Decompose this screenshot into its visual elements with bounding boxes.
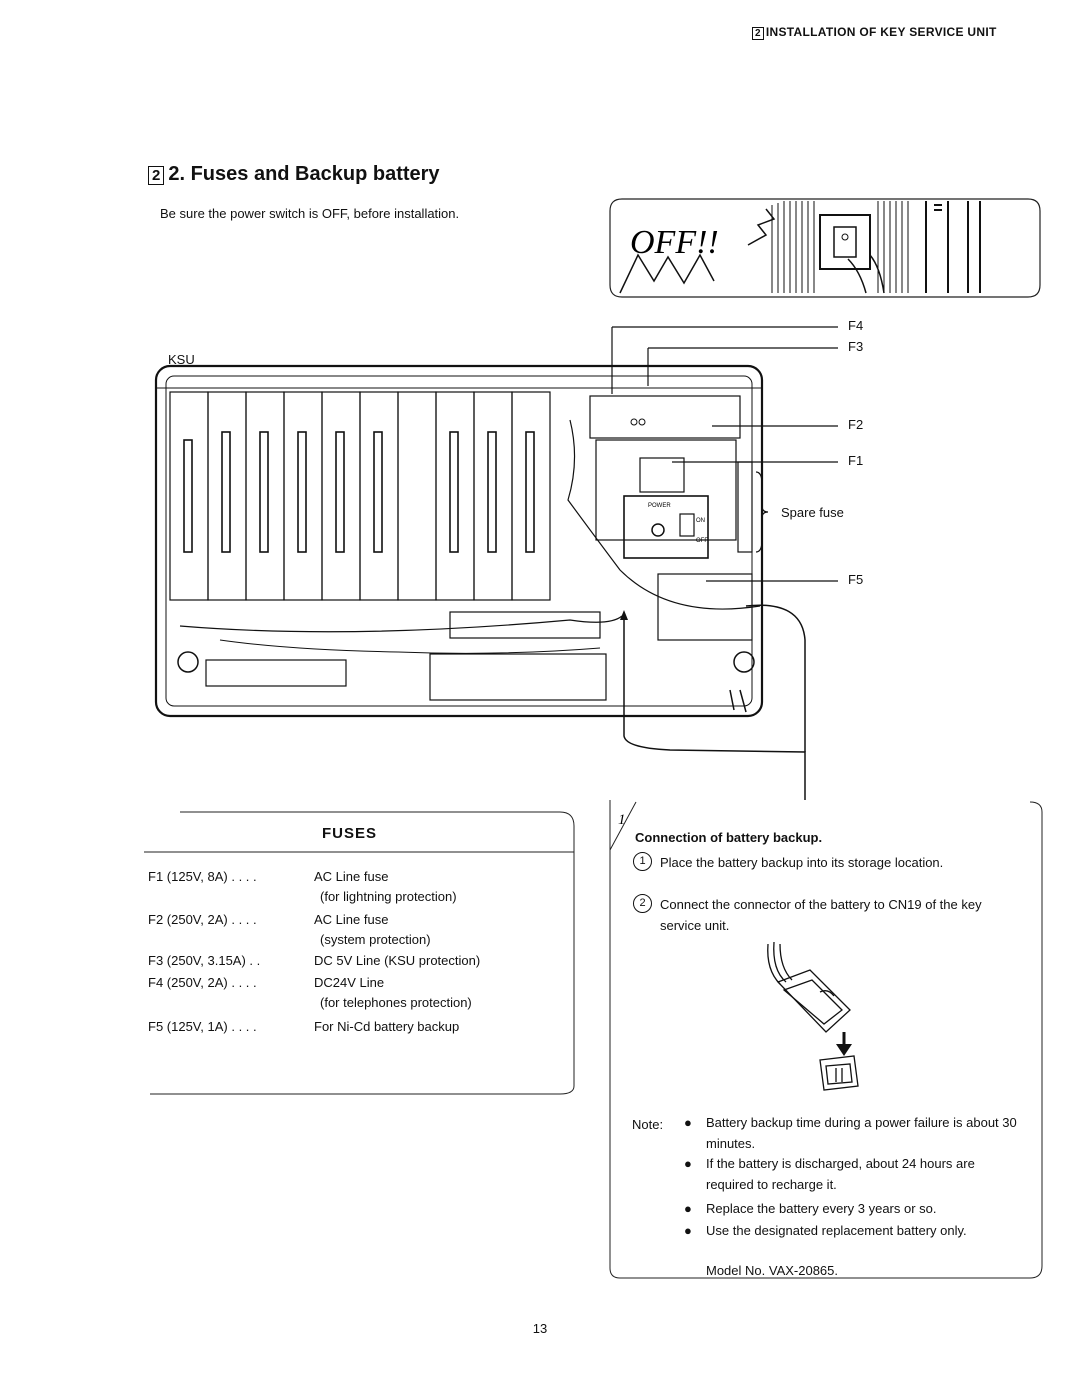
header-title: INSTALLATION OF KEY SERVICE UNIT [765,25,997,39]
step-number: 1 [633,852,652,871]
bullet: ● [684,1201,692,1216]
note-label: Note: [632,1117,664,1132]
note-text: If the battery is discharged, about 24 h… [706,1156,975,1192]
fuse-desc: AC Line fuse [314,912,389,927]
ksu-label: KSU [168,352,195,367]
page-number: 13 [532,1321,548,1336]
fuse-label-f5: F5 [848,572,864,587]
fuse-spec: F1 (125V, 8A) . . . . [148,869,257,884]
fuses-title: FUSES [322,825,378,842]
ksu-cabinet-outline [154,364,764,718]
section-number-box: 2 [148,166,165,185]
bullet: ● [684,1223,692,1238]
fuse-label-f1: F1 [848,453,864,468]
note-item: ● Use the designated replacement battery… [684,1220,1024,1241]
fuse-label-f2: F2 [848,417,864,432]
battery-box-frame: 1 [609,800,1043,1279]
wall-hatching [771,201,909,293]
card-connectors [183,431,535,553]
step-number: 2 [633,894,652,913]
spare-fuse-label: Spare fuse [781,505,844,520]
battery-connector-illustration [767,941,859,1091]
fuse-spec: F3 (250V, 3.15A) . . [148,953,261,968]
ksu-diagram: POWER ON OFF [154,326,838,800]
battery-corner-mark: 1 [618,812,626,828]
card-slots [169,391,551,601]
bullet: ● [684,1156,692,1171]
note-text: Replace the battery every 3 years or so. [706,1201,937,1216]
note-item: ● Replace the battery every 3 years or s… [684,1198,1024,1219]
note-item: ● Battery backup time during a power fai… [684,1112,1024,1154]
fuse-spec: F5 (125V, 1A) . . . . [148,1019,257,1034]
off-callout-text: OFF!! [630,224,719,261]
note-text: Battery backup time during a power failu… [706,1115,1017,1151]
fuse-desc: DC 5V Line (KSU protection) [314,953,481,968]
step-text: Connect the connector of the battery to … [660,897,982,933]
fuse-desc: AC Line fuse [314,869,389,884]
power-on-label: ON [696,518,705,524]
fuses-box-frame [144,811,575,1095]
header-section-number: 2 [752,27,764,40]
battery-step-2: 2 Connect the connector of the battery t… [633,894,1023,936]
section-title-text: 2. Fuses and Backup battery [168,163,440,185]
fuse-spec: F2 (250V, 2A) . . . . [148,912,257,927]
note-item: ● If the battery is discharged, about 24… [684,1153,1024,1195]
battery-step-1: 1 Place the battery backup into its stor… [633,852,1023,873]
fuse-desc: DC24V Line [314,975,385,990]
battery-title: Connection of battery backup. [635,830,823,845]
step-text: Place the battery backup into its storag… [660,855,944,870]
off-switch-illustration: OFF!! [609,198,1041,298]
fuse-sub: (for lightning protection) [320,889,457,904]
power-off-warning: Be sure the power switch is OFF, before … [160,206,460,221]
fuse-sub: (system protection) [320,932,431,947]
fuse-label-f4: F4 [848,318,864,333]
power-switch-label: POWER [648,503,671,509]
note-text: Use the designated replacement battery o… [706,1223,967,1238]
battery-model-number: Model No. VAX-20865. [706,1263,838,1278]
bullet: ● [684,1115,692,1130]
fuse-desc: For Ni-Cd battery backup [314,1019,460,1034]
power-off-label: OFF [696,538,708,544]
fuse-sub: (for telephones protection) [320,995,472,1010]
fuse-label-f3: F3 [848,339,864,354]
fuse-spec: F4 (250V, 2A) . . . . [148,975,257,990]
